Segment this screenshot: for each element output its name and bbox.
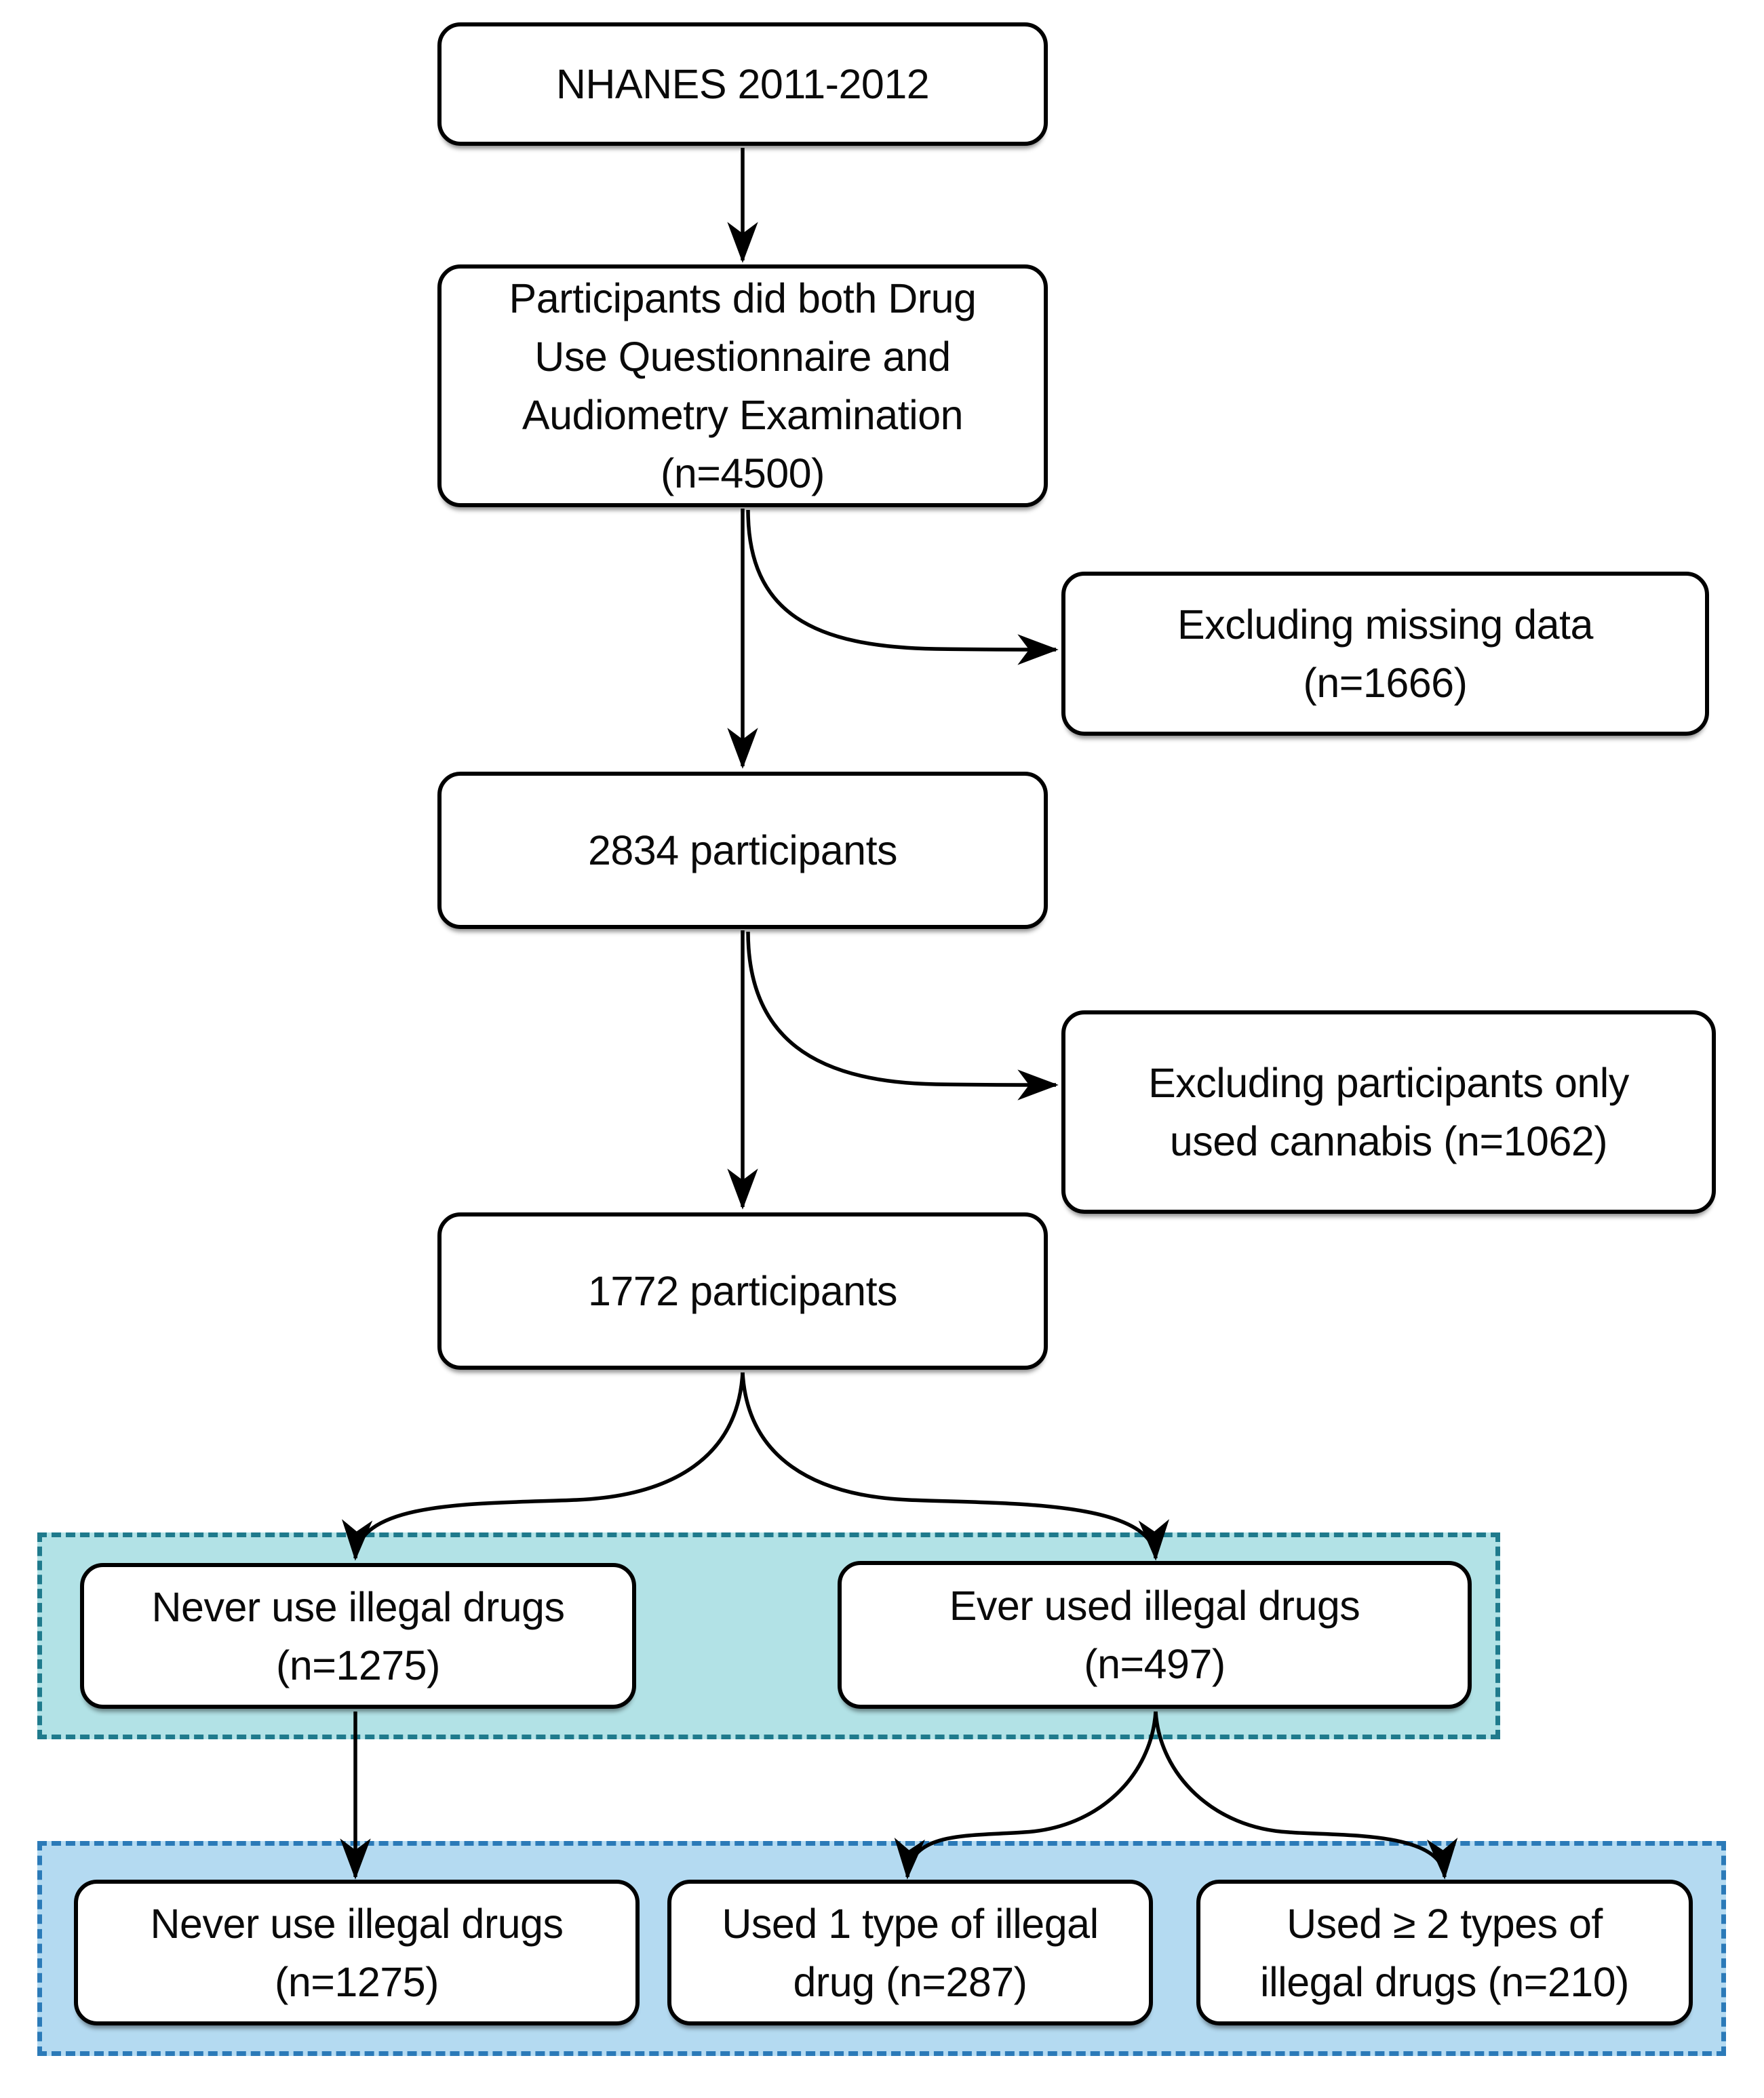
arrow-n1772-to-never-mid bbox=[342, 1372, 745, 1561]
node-excluding-cannabis-only-label: Excluding participants only used cannabi… bbox=[1148, 1060, 1629, 1164]
node-eligible-participants: Participants did both Drug Use Questionn… bbox=[437, 264, 1048, 507]
node-used-one-type: Used 1 type of illegal drug (n=287) bbox=[667, 1880, 1153, 2025]
node-never-use-drugs-mid-label: Never use illegal drugs (n=1275) bbox=[151, 1583, 565, 1688]
arrow-eligible-to-excl-missing bbox=[746, 509, 1059, 665]
node-2834-participants: 2834 participants bbox=[437, 772, 1048, 929]
node-ever-used-drugs-label: Ever used illegal drugs (n=497) bbox=[949, 1583, 1360, 1687]
node-nhanes-source-label: NHANES 2011-2012 bbox=[555, 61, 930, 107]
node-used-one-type-label: Used 1 type of illegal drug (n=287) bbox=[722, 1900, 1099, 2005]
node-never-use-drugs-final: Never use illegal drugs (n=1275) bbox=[74, 1880, 640, 2025]
node-never-use-drugs-mid: Never use illegal drugs (n=1275) bbox=[80, 1563, 636, 1709]
node-never-use-drugs-final-label: Never use illegal drugs (n=1275) bbox=[150, 1900, 564, 2005]
arrow-n1772-to-ever-used bbox=[741, 1372, 1169, 1561]
node-used-two-plus-types-label: Used ≥ 2 types of illegal drugs (n=210) bbox=[1260, 1900, 1629, 2005]
node-ever-used-drugs: Ever used illegal drugs (n=497) bbox=[838, 1561, 1472, 1709]
node-nhanes-source: NHANES 2011-2012 bbox=[437, 22, 1048, 146]
node-excluding-missing-data: Excluding missing data (n=1666) bbox=[1061, 572, 1709, 736]
node-2834-participants-label: 2834 participants bbox=[587, 827, 898, 873]
node-1772-participants-label: 1772 participants bbox=[587, 1268, 898, 1314]
node-used-two-plus-types: Used ≥ 2 types of illegal drugs (n=210) bbox=[1196, 1880, 1693, 2025]
node-1772-participants: 1772 participants bbox=[437, 1212, 1048, 1370]
node-excluding-missing-data-label: Excluding missing data (n=1666) bbox=[1177, 601, 1593, 706]
arrow-n2834-to-excl-cannabis bbox=[746, 931, 1059, 1101]
node-excluding-cannabis-only: Excluding participants only used cannabi… bbox=[1061, 1010, 1716, 1214]
node-eligible-participants-label: Participants did both Drug Use Questionn… bbox=[509, 275, 977, 496]
